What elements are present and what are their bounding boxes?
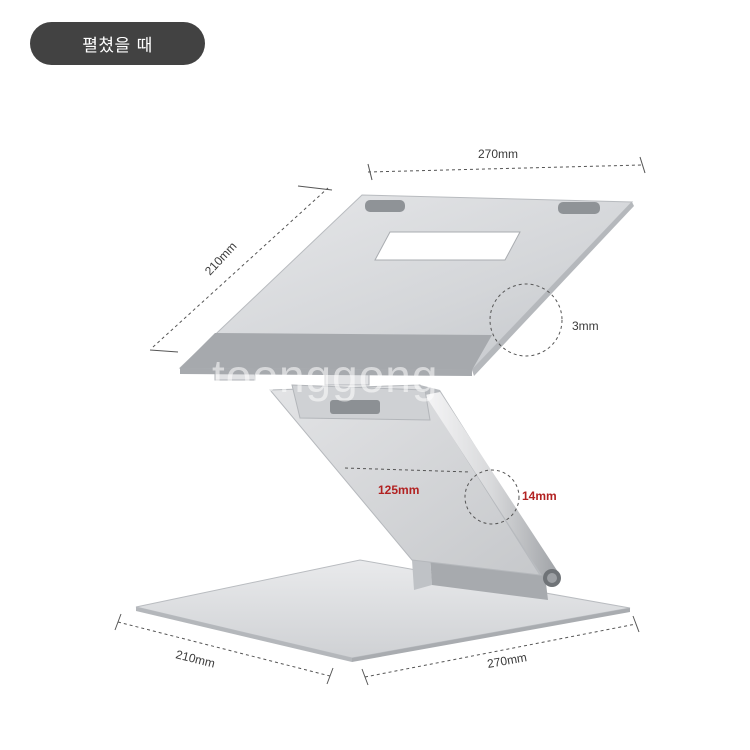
rubber-pad-left: [365, 200, 405, 212]
svg-text:210mm: 210mm: [174, 647, 216, 670]
lower-hinge: [412, 555, 548, 600]
state-badge: 펼쳤을 때: [30, 22, 205, 65]
rubber-pad-right: [558, 202, 600, 214]
svg-text:125mm: 125mm: [378, 483, 419, 497]
svg-text:3mm: 3mm: [572, 319, 599, 333]
dim-base-width: 270mm: [361, 615, 640, 686]
dim-top-width: 270mm: [367, 147, 646, 181]
base-plate: [135, 559, 631, 662]
handle-cutout: [374, 231, 521, 261]
svg-text:210mm: 210mm: [202, 239, 240, 278]
svg-text:270mm: 270mm: [478, 147, 518, 161]
watermark: toonggong: [212, 350, 438, 402]
svg-text:14mm: 14mm: [522, 489, 557, 503]
dim-arm-diameter: 14mm: [464, 469, 557, 525]
support-rod: [425, 392, 561, 587]
svg-text:270mm: 270mm: [486, 650, 528, 671]
top-plate: [178, 194, 634, 376]
dim-thickness: 3mm: [489, 283, 599, 357]
dim-arm-length: 125mm: [344, 467, 471, 497]
